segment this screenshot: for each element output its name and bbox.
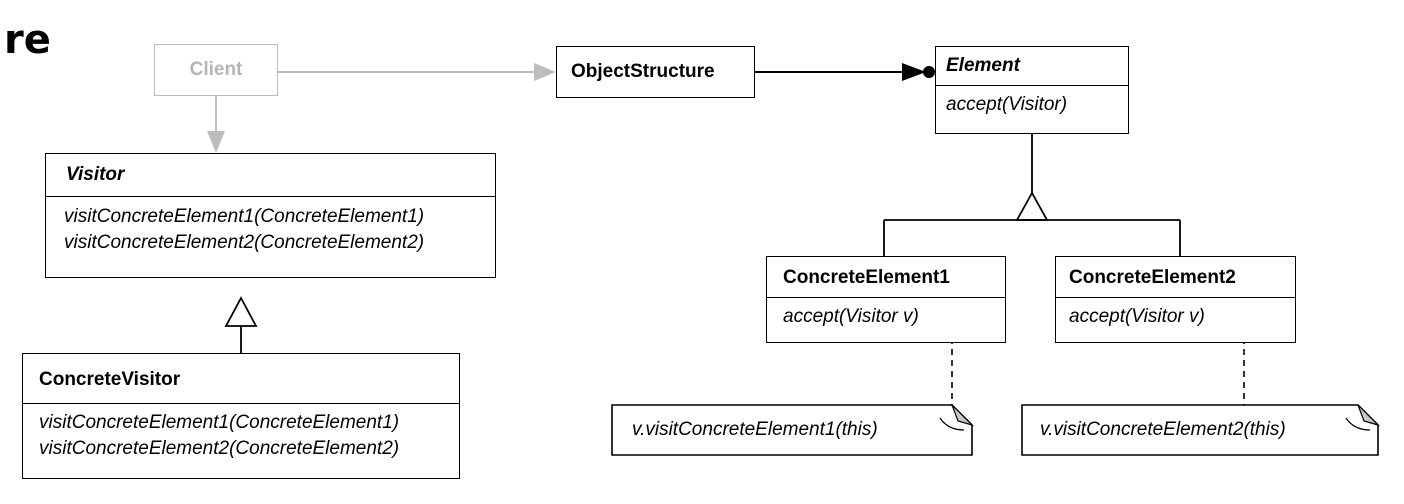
note2-text: v.visitConcreteElement2(this) [1040,419,1286,440]
concretevisitor-class-name: ConcreteVisitor [23,354,459,404]
visitor-operation: visitConcreteElement1(ConcreteElement1) [64,206,425,227]
note2-outline [1021,404,1379,456]
element-class: Element accept(Visitor) [935,46,1129,134]
visitor-operations: visitConcreteElement1(ConcreteElement1) … [46,197,495,256]
concreteelement1-operations: accept(Visitor v) [767,298,1005,330]
client-visitor-arrowhead [207,131,225,153]
concretevisitor-operation: visitConcreteElement2(ConcreteElement2) [39,438,400,459]
many-multiplicity-dot [923,66,935,78]
concreteelement2-class: ConcreteElement2 accept(Visitor v) [1055,256,1296,343]
cropped-heading-fragment: re [4,17,51,63]
client-class: Client [154,44,278,96]
visitor-class: Visitor visitConcreteElement1(ConcreteEl… [45,153,496,278]
client-class-name: Client [189,59,243,80]
note1-text: v.visitConcreteElement1(this) [632,419,878,440]
element-operation: accept(Visitor) [946,94,1068,115]
visitor-inheritance-triangle [224,296,258,327]
element-operations: accept(Visitor) [936,86,1128,118]
concreteelement1-class-name: ConcreteElement1 [767,257,1005,298]
objectstructure-class-name: ObjectStructure [571,61,715,82]
element-inheritance-triangle [1015,191,1049,221]
note1-fold-curl [939,417,965,431]
visitor-class-name: Visitor [46,154,495,197]
concretevisitor-operation: visitConcreteElement1(ConcreteElement1) [39,412,400,433]
concretevisitor-operations: visitConcreteElement1(ConcreteElement1) … [23,404,459,462]
concreteelement1-class: ConcreteElement1 accept(Visitor v) [766,256,1006,343]
note1-fold [951,404,975,427]
element-class-name: Element [936,47,1128,86]
concreteelement1-operation: accept(Visitor v) [783,306,919,327]
visitor-operation: visitConcreteElement2(ConcreteElement2) [64,232,425,253]
concreteelement2-operations: accept(Visitor v) [1056,298,1295,330]
concreteelement2-operation: accept(Visitor v) [1069,306,1205,327]
objectstructure-element-arrowhead [902,63,926,81]
note2-fold-curl [1345,417,1371,431]
note1-outline [611,404,973,456]
client-objectstructure-arrowhead [534,63,556,81]
objectstructure-class: ObjectStructure [556,46,755,98]
concretevisitor-class: ConcreteVisitor visitConcreteElement1(Co… [22,353,460,479]
concreteelement2-class-name: ConcreteElement2 [1056,257,1295,298]
note2-fold [1357,404,1381,427]
